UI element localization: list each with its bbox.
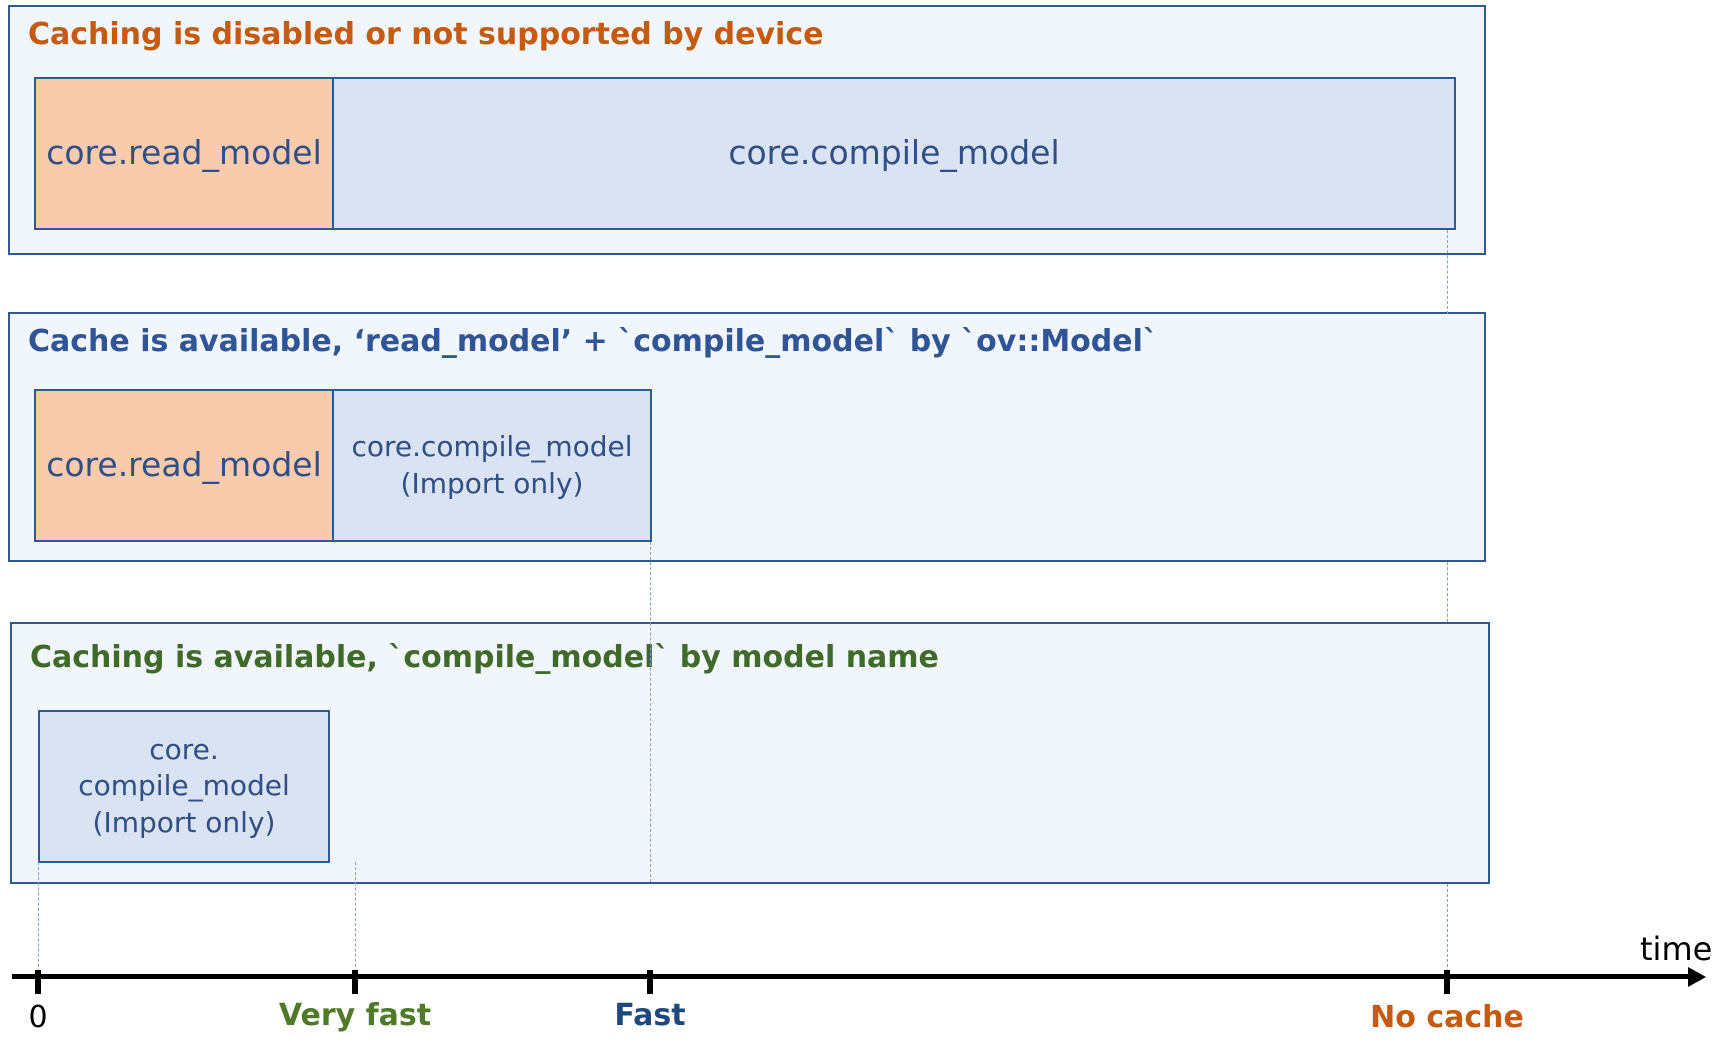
time-axis-arrow (1688, 967, 1706, 987)
guide-fast (650, 542, 651, 882)
panel-title-cache-model-name: Caching is available, `compile_model` by… (30, 640, 939, 675)
tick-zero (35, 970, 41, 994)
import-only-label: (Import only) (400, 466, 584, 500)
compile-model-import-box: core.compile_model (Import only) (332, 389, 652, 542)
compile-model-import-box: core. compile_model (Import only) (38, 710, 330, 863)
tick-fast (647, 970, 653, 994)
tick-label-fast: Fast (614, 998, 686, 1033)
panel-cache-ov-model: Cache is available, ‘read_model’ + `comp… (8, 312, 1486, 562)
read-model-label: core.read_model (46, 445, 322, 485)
read-model-box: core.read_model (34, 77, 334, 230)
guide-no-cache-2 (1447, 562, 1448, 622)
time-axis (12, 974, 1692, 979)
guide-no-cache-1 (1447, 230, 1448, 314)
compile-model-label: core. compile_model (78, 732, 290, 803)
tick-label-no-cache: No cache (1370, 1000, 1524, 1035)
guide-zero (38, 862, 39, 972)
import-only-label: (Import only) (92, 805, 276, 839)
tick-label-zero: 0 (28, 1000, 48, 1035)
panel-title-cache-ov-model: Cache is available, ‘read_model’ + `comp… (28, 324, 1158, 359)
read-model-box: core.read_model (34, 389, 334, 542)
time-axis-label: time (1640, 930, 1713, 968)
compile-model-label: core.compile_model (351, 430, 633, 464)
tick-label-very-fast: Very fast (278, 998, 432, 1033)
guide-no-cache-3 (1447, 884, 1448, 972)
read-model-label: core.read_model (46, 133, 322, 173)
tick-very-fast (352, 970, 358, 994)
compile-model-label: core.compile_model (728, 133, 1060, 173)
panel-cache-model-name: Caching is available, `compile_model` by… (10, 622, 1490, 884)
panel-no-cache: Caching is disabled or not supported by … (8, 5, 1486, 255)
panel-title-no-cache: Caching is disabled or not supported by … (28, 17, 824, 52)
guide-very-fast (355, 862, 356, 972)
tick-no-cache (1444, 970, 1450, 994)
compile-model-box: core.compile_model (332, 77, 1456, 230)
